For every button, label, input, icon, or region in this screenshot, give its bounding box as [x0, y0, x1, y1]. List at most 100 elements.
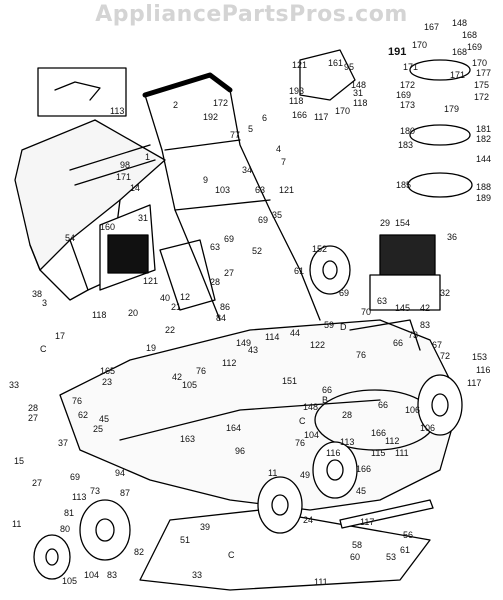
part-label-63c: 63: [377, 296, 388, 306]
part-label-73: 73: [408, 330, 419, 340]
part-label-170: 170: [412, 40, 428, 50]
part-label-69b: 69: [224, 234, 235, 244]
part-label-86: 84: [216, 313, 227, 323]
part-label-163: 161: [328, 58, 344, 68]
part-label-112: 116: [476, 365, 491, 375]
part-label-63b: 63: [210, 242, 221, 252]
part-label-22: 22: [165, 325, 176, 335]
part-label-191: 189: [476, 193, 492, 203]
part-label-164c: 148: [452, 18, 468, 28]
callout-d: D: [340, 322, 347, 332]
part-label-147: 149: [236, 338, 252, 348]
part-label-118: 118: [289, 96, 304, 106]
part-label-1: 1: [145, 152, 151, 162]
part-label-169: 169: [467, 42, 483, 52]
part-label-102: 104: [304, 430, 320, 440]
part-label-185: 180: [400, 126, 416, 136]
part-label-77: 76: [295, 438, 306, 448]
part-label-144: 145: [395, 303, 411, 313]
part-label-81: 81: [64, 508, 75, 518]
pulley-assembly: [299, 49, 473, 198]
blade: [339, 499, 434, 529]
part-label-9: 9: [203, 175, 209, 185]
part-label-169b: 169: [396, 90, 412, 100]
part-label-34: 34: [242, 165, 253, 175]
part-label-129: 103: [215, 185, 231, 195]
part-label-20: 20: [128, 308, 139, 318]
part-label-83: 83: [420, 320, 431, 330]
part-label-76: 76: [196, 366, 207, 376]
part-label-130: 104: [84, 570, 100, 580]
part-label-111: 115: [371, 448, 386, 458]
part-label-24: 24: [303, 515, 314, 525]
part-label-175: 173: [400, 100, 416, 110]
mower-deck: [59, 319, 461, 591]
part-label-65: 66: [393, 338, 404, 348]
part-label-103: 111: [395, 448, 409, 458]
part-label-187: 182: [476, 134, 492, 144]
part-label-174: 172: [400, 80, 416, 90]
part-label-73b: 73: [90, 486, 101, 496]
part-label-181: 175: [474, 80, 490, 90]
part-label-61: 61: [294, 266, 305, 276]
part-label-3: 3: [42, 298, 48, 308]
part-label-14: 14: [130, 183, 141, 193]
part-label-165: 166: [292, 110, 308, 120]
part-label-35: 35: [272, 210, 283, 220]
part-label-64: 62: [78, 410, 89, 420]
part-label-84: 83: [107, 570, 118, 580]
part-label-37: 37: [58, 438, 69, 448]
part-label-27: 29: [380, 218, 391, 228]
part-label-82: 82: [134, 547, 145, 557]
part-label-70: 69: [339, 288, 350, 298]
part-label-4: 4: [276, 144, 282, 154]
grass-bag: [14, 119, 166, 301]
part-label-140: 144: [476, 154, 492, 164]
handle-assembly: [142, 72, 321, 321]
part-label-171: 170: [472, 58, 488, 68]
part-label-67: 67: [432, 340, 443, 350]
part-label-28: 28: [210, 277, 221, 287]
part-label-75: 76: [356, 350, 367, 360]
part-label-31: 31: [353, 88, 364, 98]
part-label-115: 117: [314, 112, 329, 122]
part-label-133: 111: [314, 577, 328, 587]
part-label-60: 60: [350, 552, 361, 562]
part-label-21: 21: [171, 302, 182, 312]
part-label-47: 42: [420, 303, 431, 313]
part-label-28b: 28: [342, 410, 353, 420]
part-label-180: 172: [213, 98, 229, 108]
part-label-71: 70: [361, 307, 372, 317]
part-label-52: 52: [252, 246, 263, 256]
part-label-112b: 116: [326, 448, 341, 458]
callout-c-mid: C: [299, 416, 306, 426]
part-label-160: 166: [371, 428, 387, 438]
part-label-56: 56: [403, 530, 414, 540]
part-label-114: 117: [467, 378, 482, 388]
part-label-15: 15: [14, 456, 25, 466]
part-label-167: 168: [462, 30, 478, 40]
part-label-80: 80: [60, 524, 71, 534]
part-label-25: 25: [93, 424, 104, 434]
part-label-68: 66: [378, 400, 389, 410]
part-label-26: 27: [224, 268, 235, 278]
part-label-166: 167: [424, 22, 440, 32]
part-label-54: 54: [65, 233, 76, 243]
part-label-182: 177: [476, 68, 492, 78]
part-label-189: 185: [396, 180, 412, 190]
part-label-66: 66: [322, 385, 333, 395]
part-label-136: 113: [72, 492, 87, 502]
callout-c-bottom: C: [228, 550, 235, 560]
part-label-88: 87: [120, 488, 131, 498]
part-label-17: 17: [55, 331, 66, 341]
engine: [349, 234, 441, 351]
part-label-53: 53: [386, 552, 397, 562]
part-label-96: 96: [235, 446, 246, 456]
part-label-33b: 33: [192, 570, 203, 580]
part-label-153: 163: [180, 434, 196, 444]
part-label-98: 98: [120, 160, 131, 170]
part-label-95: 95: [344, 62, 355, 72]
part-label-168: 168: [452, 47, 468, 57]
part-label-26c: 27: [32, 478, 43, 488]
